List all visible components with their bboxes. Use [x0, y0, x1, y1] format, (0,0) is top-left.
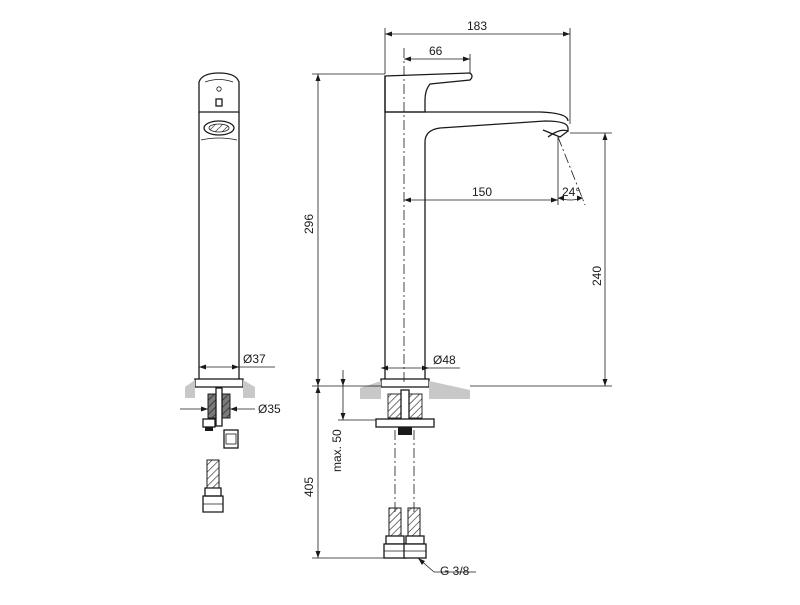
side-aerator: [542, 129, 569, 138]
front-hose-nut: [202, 495, 224, 513]
front-view: Ø37 Ø35: [180, 72, 281, 513]
side-body-spout: [384, 112, 569, 372]
side-fixing-nut: [398, 427, 412, 435]
side-hose-nut-left-top: [385, 535, 405, 545]
side-deck-right: [429, 381, 470, 399]
side-spout-top: [385, 111, 569, 122]
front-handle-indicator: [216, 86, 222, 92]
front-deck-left: [185, 380, 195, 398]
dim-spout-angle: 24°: [562, 185, 580, 199]
front-nut-left: [202, 418, 216, 428]
front-hose-end: [206, 459, 220, 489]
dim-connection-thread: G 3/8: [440, 564, 470, 578]
front-hose-nut-top: [204, 487, 222, 497]
dim-shank-diameter: Ø35: [258, 402, 281, 416]
side-base-flange: [380, 378, 430, 388]
side-hose-nut-right-top: [405, 535, 425, 545]
side-deck-left: [360, 381, 381, 399]
dim-front-body-diameter: Ø37: [243, 352, 266, 366]
side-hose-end-left: [388, 507, 402, 537]
dim-max-deck: max. 50: [330, 429, 344, 472]
dim-hose-length: 405: [302, 477, 316, 497]
front-nut-cap: [205, 427, 213, 431]
dim-overall-width: 183: [467, 19, 487, 33]
dim-spout-reach: 150: [472, 185, 492, 199]
dim-base-diameter: Ø48: [433, 353, 456, 367]
front-handle-mark: [215, 98, 223, 107]
side-view: 24° 183 66 150 296 240: [302, 19, 612, 578]
front-body-curve: [200, 137, 238, 141]
dim-total-height: 296: [302, 214, 316, 234]
dim-spout-height: 240: [590, 266, 604, 286]
front-connector: [223, 429, 239, 449]
side-fixing-plate: [375, 418, 435, 428]
side-lever: [384, 72, 473, 113]
side-hose-end-right: [407, 507, 421, 537]
front-deck-right: [243, 380, 255, 398]
front-handle: [198, 72, 240, 113]
front-aerator-mesh: [208, 123, 230, 133]
spout-spray-line: [557, 136, 586, 206]
front-handle-highlight: [204, 79, 234, 83]
front-aerator: [203, 120, 235, 136]
front-base-flange: [194, 378, 244, 388]
dim-handle-offset: 66: [429, 44, 443, 58]
front-threaded-rod: [215, 387, 223, 427]
front-body: [198, 112, 240, 370]
